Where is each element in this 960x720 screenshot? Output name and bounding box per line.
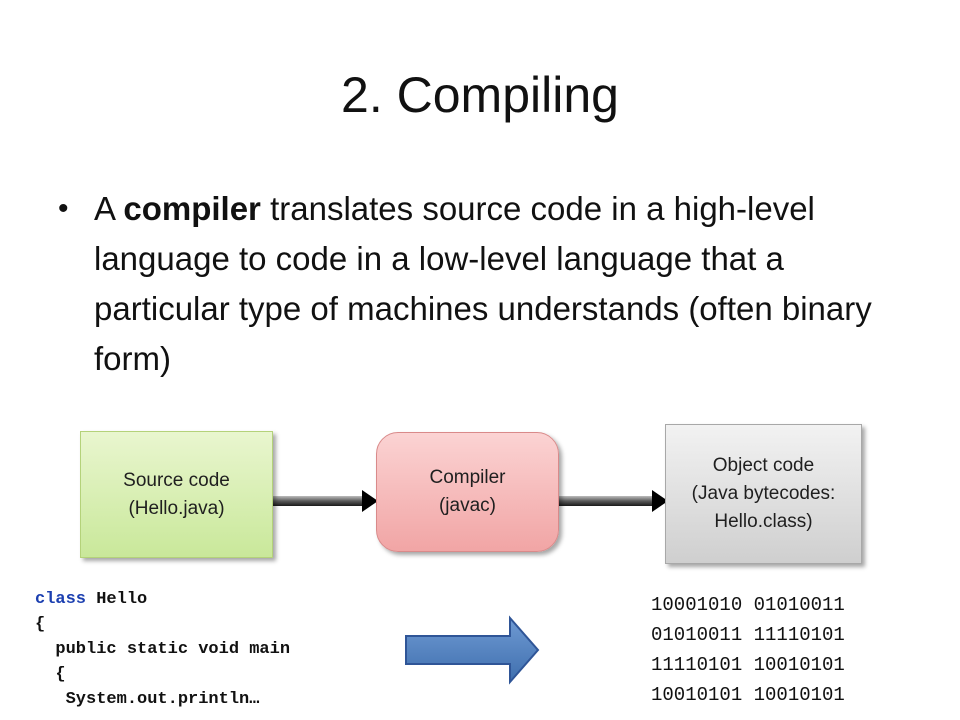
code-line-1: class Hello: [35, 590, 148, 609]
bullet-dot-icon: •: [58, 192, 69, 225]
bullet-item: A compiler translates source code in a h…: [94, 184, 914, 384]
bullet-text-pre: A: [94, 190, 124, 227]
binary-line: 01010011 11110101: [651, 624, 845, 646]
code-line-4: {: [35, 665, 66, 684]
bullet-text-bold: compiler: [123, 190, 261, 227]
bullet-text-post: translates source code in a high-level l…: [94, 190, 872, 377]
arrow-source-to-compiler: [273, 490, 378, 512]
binary-output: 10001010 01010011 01010011 11110101 1111…: [651, 590, 845, 710]
source-code-snippet: class Hello { public static void main { S…: [35, 587, 290, 712]
binary-line: 10001010 01010011: [651, 594, 845, 616]
object-code-box: Object code (Java bytecodes: Hello.class…: [665, 424, 862, 564]
arrow-compiler-to-object: [559, 490, 668, 512]
compiler-box: Compiler (javac): [376, 432, 559, 552]
code-line-2: {: [35, 615, 46, 634]
binary-line: 11110101 10010101: [651, 654, 845, 676]
code-line-5: System.out.println…: [35, 690, 260, 709]
code-keyword: class: [35, 590, 87, 609]
slide-title: 2. Compiling: [341, 67, 619, 123]
source-code-box: Source code (Hello.java): [80, 431, 273, 558]
binary-line: 10010101 10010101: [651, 684, 845, 706]
block-arrow-right: [405, 615, 540, 685]
code-line-3: public static void main: [35, 640, 291, 659]
